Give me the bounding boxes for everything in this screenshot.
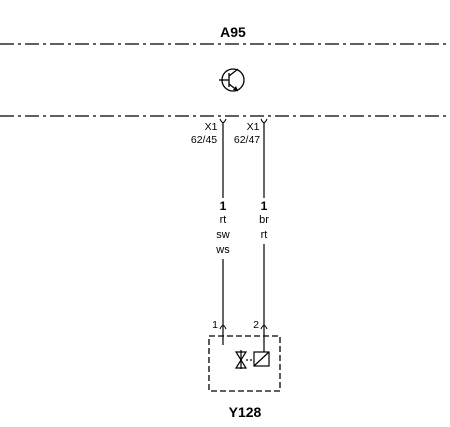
wire-2-number: 1 [261, 199, 268, 213]
wire-1-color-3: ws [215, 244, 230, 256]
wire-1-pin: 62/45 [191, 134, 217, 146]
wire-1-number: 1 [220, 199, 227, 213]
wire-2-color-2: rt [261, 229, 268, 241]
wire-1: X1 62/45 1 rt sw ws 1 [191, 118, 230, 336]
valve-solenoid-icon [222, 336, 270, 369]
component-pin-2: 2 [253, 319, 259, 331]
control-unit-label: A95 [220, 24, 246, 40]
wire-2-color-1: br [259, 214, 269, 226]
wire-2-connector: X1 [247, 121, 260, 133]
component-pin-2-arrow [260, 325, 268, 330]
wire-2: X1 62/47 1 br rt 2 [234, 118, 269, 336]
wire-2-connector-arrow [260, 118, 268, 123]
transistor-icon [219, 68, 245, 92]
wire-1-connector-arrow [219, 118, 227, 123]
wire-2-pin: 62/47 [234, 134, 260, 146]
component-pin-1: 1 [212, 319, 218, 331]
wire-1-color-2: sw [216, 229, 230, 241]
component-pin-1-arrow [219, 325, 227, 330]
wire-1-connector: X1 [205, 121, 218, 133]
component-label: Y128 [229, 404, 262, 420]
wire-1-color-1: rt [220, 214, 227, 226]
